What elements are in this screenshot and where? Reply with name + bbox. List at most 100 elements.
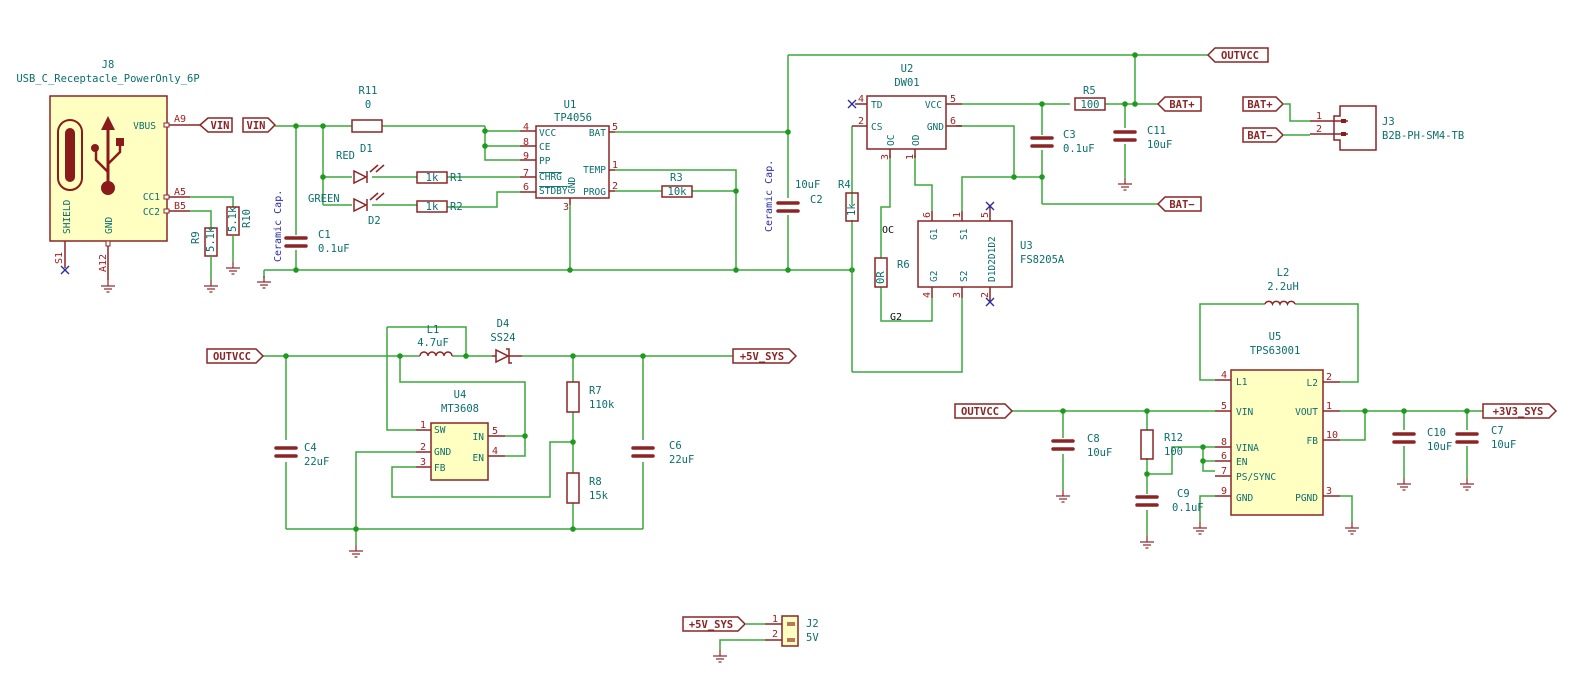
svg-text:C8: C8: [1087, 433, 1100, 445]
resistor-r11[interactable]: R11 0: [351, 85, 383, 133]
svg-text:10uF: 10uF: [795, 179, 820, 191]
resistor-r10[interactable]: 5.1k R10: [190, 196, 253, 275]
capacitor-c11[interactable]: C11 10uF: [1113, 125, 1172, 191]
svg-text:D1D2D1D2: D1D2D1D2: [987, 236, 998, 282]
svg-text:VIN: VIN: [1236, 407, 1253, 418]
svg-text:C10: C10: [1427, 427, 1446, 439]
svg-text:OD: OD: [911, 134, 922, 146]
connector-j2[interactable]: +5V_SYS 1 2 J2 5V: [682, 614, 819, 663]
inductor-l1[interactable]: L1 4.7uF: [417, 324, 453, 357]
net-label-bat-minus-j3[interactable]: BAT−: [1242, 127, 1285, 143]
svg-text:R12: R12: [1164, 432, 1183, 444]
svg-text:0: 0: [365, 99, 371, 111]
svg-text:CHRG: CHRG: [539, 172, 562, 183]
no-connect-icon: [985, 297, 995, 307]
inductor-l2[interactable]: L2 2.2uH: [1264, 267, 1299, 307]
ic-u4-mt3608[interactable]: U4 MT3608 1 2 3 5 4 SW GND FB IN EN: [416, 389, 505, 481]
capacitor-c3[interactable]: C3 0.1uF: [1030, 129, 1095, 155]
light-emission-icon: [369, 164, 385, 173]
resistor-r8[interactable]: R8 15k: [566, 472, 609, 504]
net-label-bat-minus[interactable]: BAT−: [1156, 196, 1202, 212]
svg-text:OUTVCC: OUTVCC: [961, 406, 999, 418]
svg-text:BAT−: BAT−: [1169, 199, 1194, 211]
svg-text:4: 4: [858, 94, 864, 105]
svg-text:4: 4: [922, 292, 933, 298]
svg-text:BAT+: BAT+: [1169, 99, 1194, 111]
connector-j3[interactable]: BAT+ BAT− 1 2 J3 B2B-PH-SM4-TB: [1242, 96, 1464, 151]
svg-text:B2B-PH-SM4-TB: B2B-PH-SM4-TB: [1382, 130, 1464, 142]
capacitor-c4[interactable]: C4 22uF: [274, 442, 329, 468]
net-label-outvcc-boost[interactable]: OUTVCC: [206, 348, 265, 364]
junction-dots: [283, 353, 646, 532]
ground-icon: [203, 279, 219, 293]
ic-u5-tps63001[interactable]: U5 TPS63001 4 5 8 6 7 9 2 1 10 3 L1 VIN …: [1215, 331, 1340, 516]
svg-text:R9: R9: [190, 231, 202, 244]
no-connect-icon: [847, 99, 857, 109]
net-label-5v-sys[interactable]: +5V_SYS: [732, 348, 798, 364]
net-label-outvcc-top[interactable]: OUTVCC: [1206, 47, 1269, 63]
resistor-r1[interactable]: 1k R1: [416, 171, 463, 184]
svg-text:OC: OC: [886, 135, 897, 146]
svg-text:4: 4: [492, 446, 498, 457]
svg-text:BAT: BAT: [589, 128, 606, 139]
net-label-bat-plus-j3[interactable]: BAT+: [1242, 96, 1285, 112]
svg-text:3: 3: [420, 457, 426, 468]
net-oc: OC: [882, 225, 894, 236]
svg-text:GND: GND: [567, 177, 578, 194]
net-label-5v-sys-j2[interactable]: +5V_SYS: [682, 616, 747, 632]
light-emission-icon: [369, 192, 385, 201]
svg-text:L1: L1: [427, 324, 440, 336]
resistor-r7[interactable]: R7 110k: [566, 381, 615, 413]
svg-text:1: 1: [612, 160, 618, 171]
led-d2[interactable]: GREEN D2: [308, 192, 385, 227]
charger-wiring: [256, 54, 1208, 289]
net-label-vin-out[interactable]: VIN: [198, 117, 233, 133]
resistor-r4[interactable]: 1k R4: [838, 179, 859, 222]
svg-text:J2: J2: [806, 618, 819, 630]
net-label-3v3-sys[interactable]: +3V3_SYS: [1482, 403, 1558, 419]
resistor-r6[interactable]: 0R R6: [874, 257, 910, 288]
svg-text:STDBY: STDBY: [539, 186, 568, 197]
resistor-r12[interactable]: R12 100: [1140, 429, 1183, 460]
svg-text:15k: 15k: [589, 490, 609, 502]
resistor-r9[interactable]: 5.1k R9: [190, 210, 219, 293]
svg-text:VCC: VCC: [925, 100, 942, 111]
svg-text:G1: G1: [929, 228, 940, 240]
svg-text:C9: C9: [1177, 488, 1190, 500]
capacitor-c6[interactable]: C6 22uF: [631, 440, 694, 466]
svg-text:5: 5: [950, 94, 956, 105]
j8-pin-shield: SHIELD: [62, 199, 73, 234]
net-label-bat-plus[interactable]: BAT+: [1156, 96, 1202, 112]
resistor-r3[interactable]: 10k R3: [661, 172, 693, 198]
ic-u1-tp4056[interactable]: U1 TP4056 4 8 9 7 6 5 1 2 3 VCC CE PP CH…: [520, 99, 618, 213]
schottky-diode-d4[interactable]: D4 SS24: [490, 318, 522, 364]
no-connect-icon: [60, 265, 70, 275]
svg-text:110k: 110k: [589, 399, 615, 411]
capacitor-c8[interactable]: C8 10uF: [1051, 433, 1112, 459]
svg-text:8: 8: [1221, 437, 1227, 448]
svg-text:7: 7: [523, 168, 529, 179]
ic-u2-dw01[interactable]: U2 DW01 4 2 5 6 3 1 TD CS VCC GND OC OD: [847, 63, 962, 160]
svg-text:R7: R7: [589, 385, 602, 397]
svg-text:U3: U3: [1020, 240, 1033, 252]
ground-icon: [1459, 477, 1475, 491]
j8-pnum-s1: S1: [54, 252, 65, 264]
usb-c-connector-j8[interactable]: J8 USB_C_Receptacle_PowerOnly_6P VBUS CC…: [16, 59, 200, 293]
svg-text:+5V_SYS: +5V_SYS: [689, 619, 733, 631]
capacitor-c10[interactable]: C10 10uF: [1392, 427, 1452, 453]
resistor-r2[interactable]: 1k R2: [416, 200, 463, 213]
svg-text:4: 4: [523, 122, 529, 133]
capacitor-c7[interactable]: C7 10uF: [1455, 425, 1516, 451]
net-label-outvcc-buckboost[interactable]: OUTVCC: [954, 403, 1014, 419]
capacitor-c9[interactable]: C9 0.1uF: [1135, 488, 1204, 514]
led-d1[interactable]: RED D1: [336, 143, 385, 185]
svg-text:FS8205A: FS8205A: [1020, 254, 1065, 266]
capacitor-c2[interactable]: 10uF C2 Ceramic Cap.: [764, 160, 823, 232]
capacitor-c1[interactable]: C1 0.1uF Ceramic Cap.: [273, 190, 350, 262]
net-label-vin-in[interactable]: VIN: [242, 117, 277, 133]
resistor-r5[interactable]: 100 R5: [1074, 85, 1106, 111]
svg-text:IN: IN: [473, 432, 485, 443]
svg-text:5.1k: 5.1k: [205, 226, 217, 252]
mosfet-u3-fs8205a[interactable]: 6 1 5 4 3 2 G1 S1 G2 S2 D1D2D1D2 U3 FS82…: [917, 201, 1065, 307]
svg-text:FB: FB: [434, 463, 446, 474]
